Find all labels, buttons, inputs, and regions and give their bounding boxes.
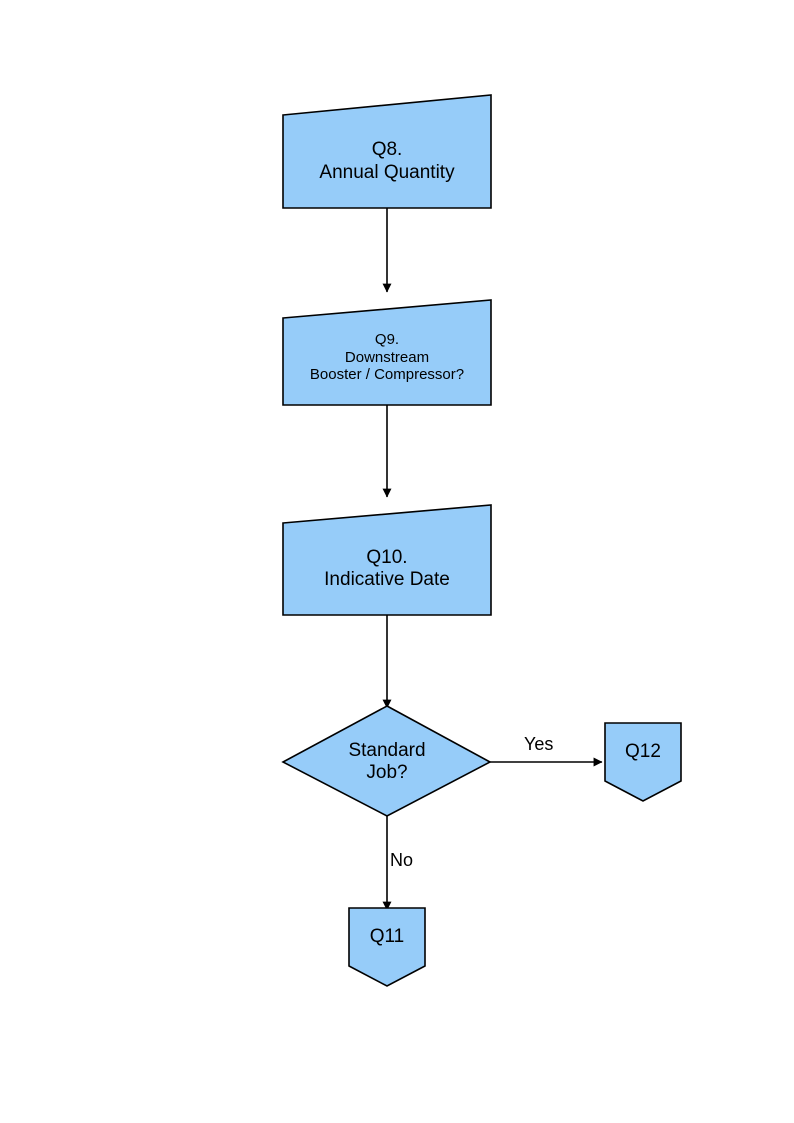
node-q11-shape[interactable] bbox=[348, 907, 426, 987]
node-q10-shape[interactable] bbox=[282, 504, 492, 616]
node-decision-shape[interactable] bbox=[281, 705, 492, 817]
node-q12-shape[interactable] bbox=[604, 722, 682, 802]
node-q9-shape[interactable] bbox=[282, 299, 492, 406]
node-q8-shape[interactable] bbox=[282, 94, 492, 209]
